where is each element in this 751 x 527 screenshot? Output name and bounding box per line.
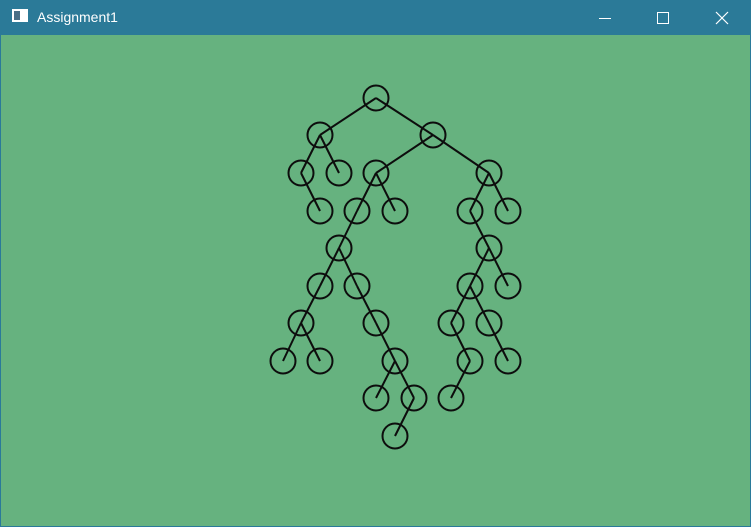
tree-node	[381, 422, 409, 450]
tree-node	[306, 272, 334, 300]
tree-node	[475, 309, 503, 337]
tree-edge	[356, 285, 377, 324]
tree-edge	[319, 97, 377, 136]
maximize-button[interactable]	[634, 0, 692, 35]
tree-edge	[469, 285, 490, 324]
tree-node	[306, 347, 334, 375]
minimize-button[interactable]	[576, 0, 634, 35]
tree-edge	[300, 322, 321, 362]
tree-edge	[469, 172, 490, 212]
tree-edge	[282, 322, 302, 362]
tree-node	[343, 272, 371, 300]
canvas-area[interactable]	[1, 35, 750, 526]
tree-node	[325, 234, 353, 262]
tree-node	[456, 272, 484, 300]
tree-node	[362, 384, 390, 412]
tree-node	[306, 197, 334, 225]
tree-edge	[488, 247, 509, 287]
tree-edge	[300, 172, 321, 212]
tree-edge	[450, 360, 471, 399]
tree-edge	[338, 210, 358, 249]
tree-edge	[469, 247, 490, 287]
tree-node	[475, 159, 503, 187]
tree-node	[362, 84, 390, 112]
tree-node	[362, 159, 390, 187]
tree-edge	[488, 172, 509, 212]
tree-node	[325, 159, 353, 187]
tree-node	[419, 121, 447, 149]
tree-node	[456, 347, 484, 375]
tree-node	[494, 347, 522, 375]
tree-edge	[394, 360, 415, 399]
maximize-icon	[657, 11, 669, 24]
tree-edge	[450, 285, 471, 324]
tree-node	[287, 159, 315, 187]
close-button[interactable]	[693, 0, 751, 35]
tree-edge	[375, 360, 396, 399]
tree-drawing	[269, 84, 522, 450]
window-title: Assignment1	[37, 9, 118, 25]
tree-edge	[432, 134, 490, 174]
close-icon	[715, 11, 729, 24]
tree-edge	[338, 247, 358, 287]
tree-edge	[375, 134, 434, 174]
tree-node	[494, 272, 522, 300]
tree-node	[381, 347, 409, 375]
tree-edge	[375, 97, 434, 136]
tree-edge	[319, 134, 340, 174]
tree-node	[400, 384, 428, 412]
tree-edge	[300, 134, 321, 174]
tree-edge	[319, 247, 340, 287]
tree-node	[362, 309, 390, 337]
tree-edge	[394, 397, 415, 437]
tree-edge	[450, 322, 471, 362]
tree-edge	[300, 285, 321, 324]
title-bar[interactable]: Assignment1	[0, 0, 751, 35]
tree-edge	[375, 322, 396, 362]
tree-node	[287, 309, 315, 337]
tree-node	[475, 234, 503, 262]
tree-node	[306, 121, 334, 149]
tree-edge	[488, 322, 509, 362]
minimize-icon	[599, 17, 611, 19]
tree-node	[456, 197, 484, 225]
tree-edge	[469, 210, 490, 249]
tree-node	[343, 197, 371, 225]
tree-node	[437, 309, 465, 337]
tree-node	[437, 384, 465, 412]
tree-node	[494, 197, 522, 225]
app-icon[interactable]	[12, 9, 28, 22]
tree-node	[269, 347, 297, 375]
tree-edge	[356, 172, 377, 212]
tree-node	[381, 197, 409, 225]
tree-edge	[375, 172, 396, 212]
